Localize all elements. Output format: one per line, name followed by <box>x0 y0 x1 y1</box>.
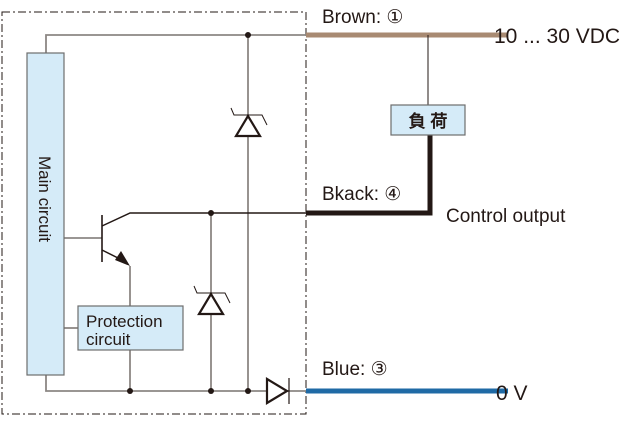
load-box <box>390 104 466 136</box>
main-circuit-box <box>26 52 65 376</box>
junction-dot <box>208 210 214 216</box>
zener-diode-icon <box>193 285 231 316</box>
collector-wire <box>101 212 306 227</box>
bottom-rail-wire <box>45 375 306 392</box>
npn-transistor-icon <box>101 215 130 266</box>
junction-dot <box>245 32 251 38</box>
junction-dot <box>208 388 214 394</box>
junction-dot <box>127 388 133 394</box>
blue-wire-label: Blue: ③ <box>322 359 388 380</box>
black-wire <box>306 134 433 216</box>
sensor-enclosure-border <box>1 11 307 415</box>
protection-circuit-box <box>77 305 184 351</box>
black-terminal-label: Control output <box>446 206 566 227</box>
black-wire-label: Bkack: ④ <box>322 184 401 205</box>
blue-terminal-label: 0 V <box>496 382 528 405</box>
main-circuit-label: Main circuit <box>35 156 54 242</box>
protection-label-line2: circuit <box>86 330 131 349</box>
load-label: 負 荷 <box>409 111 448 131</box>
top-rail-wire <box>45 34 306 53</box>
zener-diode-icon <box>230 107 268 138</box>
brown-wire-label: Brown: ① <box>322 7 403 28</box>
brown-terminal-label: 10 ... 30 VDC <box>494 25 620 48</box>
protection-label-line1: Protection <box>86 312 163 331</box>
diode-icon <box>265 377 290 405</box>
junction-dot <box>245 388 251 394</box>
